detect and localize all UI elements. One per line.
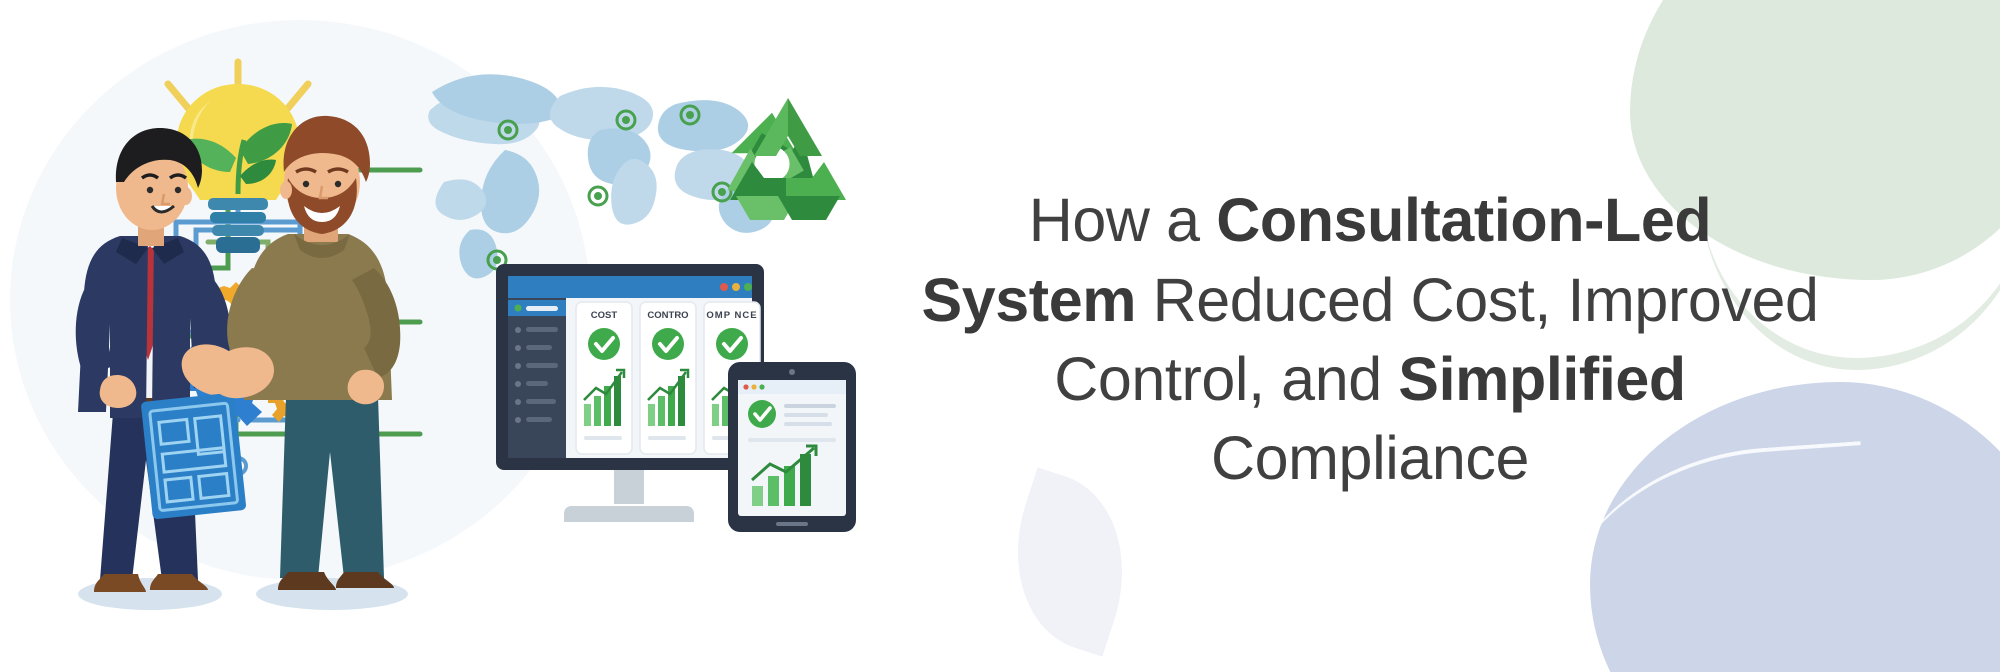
- check-circle-icon-tablet: [748, 400, 776, 428]
- suit-man-ear: [180, 187, 192, 205]
- suit-man-eye-left: [146, 186, 154, 194]
- sweater-man-handshake-hand: [209, 347, 274, 399]
- tablet-titlebar: [738, 380, 846, 394]
- recycle-symbol-arrows: [730, 98, 846, 220]
- lightbulb-base-4: [216, 237, 260, 253]
- window-dot-red: [720, 283, 728, 291]
- lightbulb-base-2: [210, 212, 266, 223]
- headline-line-2-part-2: Reduced Cost, Improved: [1136, 265, 1819, 334]
- suit-man-eye-right: [174, 186, 182, 194]
- tablet-divider: [748, 438, 836, 442]
- blueprint-document: [141, 392, 246, 520]
- card-label-control: CONTRO: [647, 310, 688, 321]
- consultation-illustration: COST CONTRO: [0, 0, 900, 672]
- suit-man-smile: [150, 204, 175, 214]
- suit-man-jacket-left: [78, 236, 148, 418]
- sweater-man-shake-arm: [227, 268, 274, 371]
- monitor-stand-neck: [614, 466, 644, 504]
- sweater-man-left-shoe: [278, 572, 336, 590]
- tablet-dashboard: [728, 362, 856, 532]
- headline-line-3-part-2: Simplified: [1398, 345, 1686, 413]
- suit-man-nose: [160, 193, 170, 206]
- suit-man-left-arm: [75, 290, 114, 376]
- suit-man-left-hand: [99, 374, 137, 408]
- headline-container: How a Consultation-Led System Reduced Co…: [921, 140, 1819, 540]
- lightbulb-base-3: [212, 225, 264, 236]
- check-circle-icon-cost: [588, 328, 620, 360]
- sweater-man-nose: [318, 185, 328, 200]
- sweater-man-eye-left: [302, 180, 310, 188]
- monitor-stand-base: [564, 506, 694, 522]
- lightbulb-plant-icon: [186, 123, 292, 195]
- card-label-compliance: OMP NCE: [706, 310, 757, 321]
- check-circle-icon-control: [652, 328, 684, 360]
- check-circle-icon-compliance: [716, 328, 748, 360]
- headline-line-2: System Reduced Cost, Improved: [921, 261, 1819, 340]
- headline-line-3-part-1: Control, and: [1054, 345, 1399, 413]
- sweater-man-right-arm: [352, 268, 401, 378]
- headline-line-1: How a Consultation-Led: [921, 181, 1818, 260]
- headline-line-1-part-1: How a: [1028, 186, 1217, 255]
- monitor-sidebar: [508, 298, 566, 458]
- monitor-sidebar-items: [515, 327, 558, 423]
- monitor-titlebar: [508, 276, 752, 298]
- suit-man-left-shoe: [94, 574, 146, 592]
- sweater-man-hair: [283, 115, 370, 182]
- sweater-man-ear: [280, 181, 292, 199]
- dashboard-card-cost: COST: [575, 301, 633, 455]
- window-dot-green: [744, 283, 752, 291]
- card-label-cost: COST: [591, 310, 618, 321]
- sweater-man-collar: [294, 234, 350, 258]
- sweater-man-body: [244, 234, 392, 400]
- window-dot-yellow: [732, 283, 740, 291]
- tablet-camera: [789, 369, 795, 375]
- suit-man-lapel-left: [116, 238, 148, 264]
- suit-man-eyebrow-right: [168, 173, 188, 180]
- sweater-man-trousers: [280, 396, 384, 578]
- tablet-text-lines: [784, 404, 836, 426]
- sweater-man-right-hand: [347, 369, 384, 405]
- headline-line-3: Control, and Simplified: [921, 340, 1818, 419]
- lightbulb-base-1: [208, 198, 268, 210]
- headline-line-1-part-2: Consultation-Led: [1216, 186, 1712, 255]
- tablet-chart: [751, 444, 818, 506]
- suit-man-hair: [115, 128, 202, 188]
- sidebar-active-dot: [514, 304, 522, 312]
- sweater-man-eyebrow-left: [295, 167, 317, 174]
- page-title: How a Consultation-Led System Reduced Co…: [921, 181, 1819, 498]
- card-chart-cost: [583, 368, 626, 440]
- businessman-in-navy-suit: [75, 128, 246, 610]
- suit-man-lapel-right: [152, 238, 184, 264]
- headline-line-4-part-1: Compliance: [1210, 424, 1530, 493]
- sidebar-active-label: [526, 306, 558, 311]
- suit-man-eyebrow-left: [140, 173, 160, 180]
- bearded-man-in-brown-sweater: [209, 115, 408, 610]
- sweater-man-right-shoe: [336, 572, 394, 588]
- headline-line-4: Compliance: [921, 419, 1818, 498]
- sweater-man-beard: [287, 178, 357, 234]
- headline-line-2-part-1: System: [921, 265, 1137, 334]
- suit-man-right-shoe: [150, 574, 208, 590]
- sweater-man-eyebrow-right: [327, 167, 349, 174]
- dashboard-card-control: CONTRO: [639, 301, 697, 455]
- tablet-home-bar: [776, 522, 808, 526]
- desktop-monitor-dashboard: COST CONTRO: [496, 264, 764, 522]
- card-chart-control: [647, 368, 690, 440]
- sweater-man-eye-right: [334, 180, 342, 188]
- sweater-man-mouth: [304, 206, 340, 222]
